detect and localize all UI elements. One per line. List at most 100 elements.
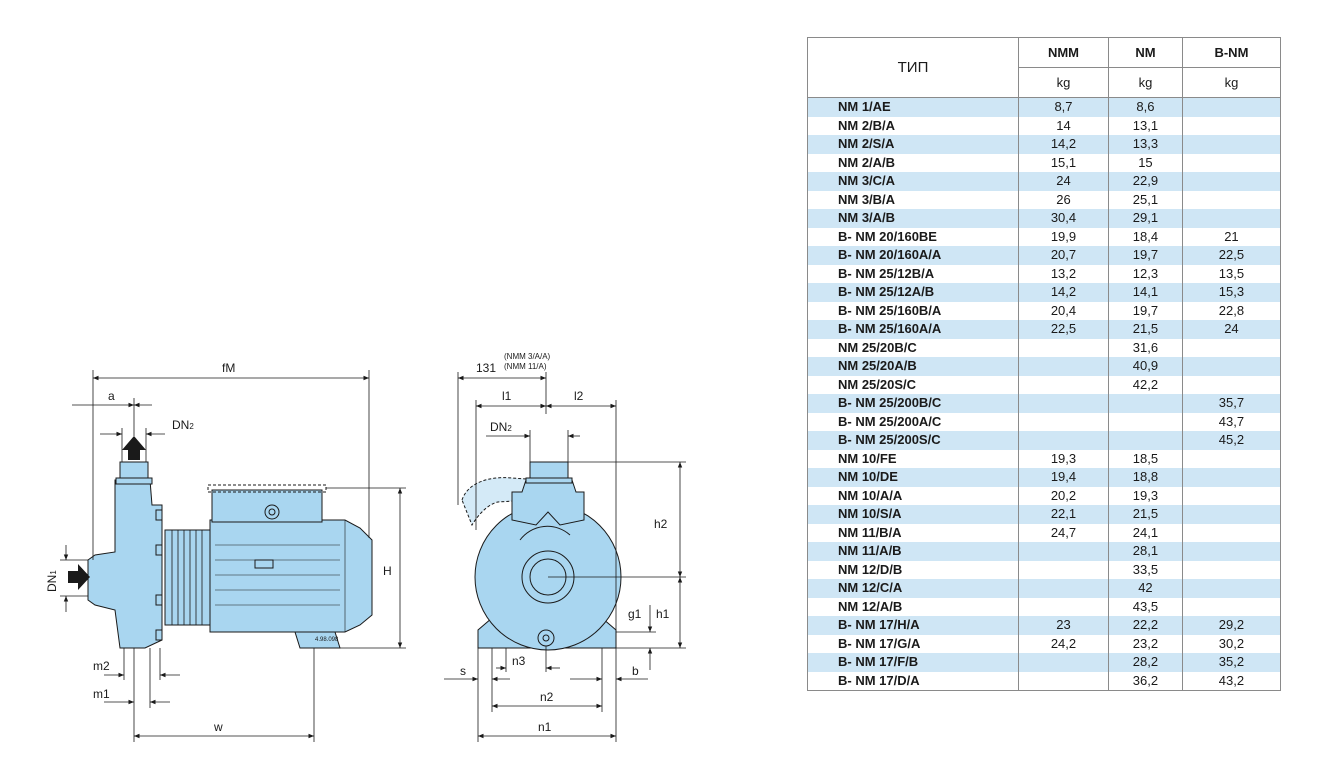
nm-column-header: NM bbox=[1107, 37, 1183, 68]
nm-weight-cell: 31,6 bbox=[1107, 338, 1183, 357]
model-cell: NM 10/A/A bbox=[807, 486, 1019, 505]
nm-weight-cell: 21,5 bbox=[1107, 505, 1183, 524]
dim-label-b: b bbox=[632, 664, 639, 678]
nm-weight-cell: 28,1 bbox=[1107, 542, 1183, 561]
nmm-weight-cell: 14,2 bbox=[1018, 135, 1109, 154]
dim-label-s: s bbox=[460, 664, 466, 678]
model-cell: NM 3/C/A bbox=[807, 172, 1019, 191]
bnm-weight-cell bbox=[1181, 579, 1282, 598]
model-cell: B- NM 20/160A/A bbox=[807, 246, 1019, 265]
nm-weight-cell: 18,5 bbox=[1107, 449, 1183, 468]
nm-weight-cell bbox=[1107, 431, 1183, 450]
model-cell: NM 10/DE bbox=[807, 468, 1019, 487]
nm-weight-cell: 22,2 bbox=[1107, 616, 1183, 635]
nmm-weight-cell: 19,9 bbox=[1018, 227, 1109, 246]
bnm-weight-cell bbox=[1181, 153, 1282, 172]
model-cell: B- NM 17/F/B bbox=[807, 653, 1019, 672]
model-cell: NM 12/C/A bbox=[807, 579, 1019, 598]
dim-label-n1: n1 bbox=[538, 720, 552, 734]
table-row: B- NM 25/200S/C 45,2 bbox=[807, 431, 1282, 450]
pump-side-view bbox=[87, 461, 373, 649]
model-cell: B- NM 25/200S/C bbox=[807, 431, 1019, 450]
model-cell: NM 3/B/A bbox=[807, 190, 1019, 209]
table-row: B- NM 25/200B/C 35,7 bbox=[807, 394, 1282, 413]
nmm-weight-cell bbox=[1018, 431, 1109, 450]
nmm-weight-cell: 22,1 bbox=[1018, 505, 1109, 524]
model-cell: NM 2/A/B bbox=[807, 153, 1019, 172]
dim-label-w: w bbox=[213, 720, 223, 734]
bnm-weight-cell bbox=[1181, 375, 1282, 394]
bnm-weight-cell bbox=[1181, 172, 1282, 191]
nm-weight-cell: 43,5 bbox=[1107, 597, 1183, 616]
model-cell: NM 12/D/B bbox=[807, 560, 1019, 579]
nm-weight-cell bbox=[1107, 412, 1183, 431]
model-cell: B- NM 17/D/A bbox=[807, 671, 1019, 691]
bnm-weight-cell bbox=[1181, 97, 1282, 117]
nm-weight-cell: 40,9 bbox=[1107, 357, 1183, 376]
nmm-column-header: NMM bbox=[1018, 37, 1109, 68]
nmm-weight-cell bbox=[1018, 597, 1109, 616]
nm-weight-cell: 36,2 bbox=[1107, 671, 1183, 691]
model-cell: B- NM 25/200B/C bbox=[807, 394, 1019, 413]
nm-weight-cell: 19,7 bbox=[1107, 301, 1183, 320]
nmm-weight-cell bbox=[1018, 394, 1109, 413]
nm-weight-cell: 15 bbox=[1107, 153, 1183, 172]
bnm-weight-cell bbox=[1181, 486, 1282, 505]
model-cell: B- NM 25/12A/B bbox=[807, 283, 1019, 302]
bnm-weight-cell: 15,3 bbox=[1181, 283, 1282, 302]
nmm-weight-cell: 26 bbox=[1018, 190, 1109, 209]
bnm-weight-cell bbox=[1181, 542, 1282, 561]
dim-label-131: 131 bbox=[476, 361, 496, 375]
nm-weight-cell: 23,2 bbox=[1107, 634, 1183, 653]
dim-label-n3: n3 bbox=[512, 654, 526, 668]
nm-weight-cell: 14,1 bbox=[1107, 283, 1183, 302]
bnm-weight-cell: 35,7 bbox=[1181, 394, 1282, 413]
dim-label-fM: fM bbox=[222, 361, 235, 375]
nmm-weight-cell: 13,2 bbox=[1018, 264, 1109, 283]
nm-weight-cell: 22,9 bbox=[1107, 172, 1183, 191]
dim-label-dn2: DN2 bbox=[172, 418, 194, 432]
model-cell: NM 2/S/A bbox=[807, 135, 1019, 154]
inlet-arrow-icon bbox=[68, 564, 90, 590]
dim-label-m2: m2 bbox=[93, 659, 110, 673]
nm-weight-cell: 13,3 bbox=[1107, 135, 1183, 154]
dim-label-h1: h1 bbox=[656, 607, 670, 621]
bnm-weight-cell bbox=[1181, 505, 1282, 524]
pump-front-view bbox=[461, 461, 622, 651]
nmm-weight-cell: 8,7 bbox=[1018, 97, 1109, 117]
bnm-weight-cell: 22,5 bbox=[1181, 246, 1282, 265]
nmm-weight-cell: 20,2 bbox=[1018, 486, 1109, 505]
bnm-weight-cell bbox=[1181, 449, 1282, 468]
bnm-weight-cell bbox=[1181, 523, 1282, 542]
nmm-weight-cell bbox=[1018, 412, 1109, 431]
nm-weight-cell: 18,8 bbox=[1107, 468, 1183, 487]
bnm-weight-cell bbox=[1181, 468, 1282, 487]
bnm-weight-cell bbox=[1181, 135, 1282, 154]
nmm-weight-cell: 20,4 bbox=[1018, 301, 1109, 320]
dim-note-nmm-3aa: (NMM 3/A/A) bbox=[504, 352, 551, 361]
nm-weight-cell: 33,5 bbox=[1107, 560, 1183, 579]
nmm-unit: kg bbox=[1018, 67, 1109, 98]
bnm-weight-cell: 45,2 bbox=[1181, 431, 1282, 450]
nmm-weight-cell bbox=[1018, 671, 1109, 691]
table-row: NM 12/D/B 33,5 bbox=[807, 560, 1282, 579]
model-cell: B- NM 25/12B/A bbox=[807, 264, 1019, 283]
dim-label-m1: m1 bbox=[93, 687, 110, 701]
nm-weight-cell: 21,5 bbox=[1107, 320, 1183, 339]
nm-weight-cell: 19,3 bbox=[1107, 486, 1183, 505]
model-cell: B- NM 17/H/A bbox=[807, 616, 1019, 635]
